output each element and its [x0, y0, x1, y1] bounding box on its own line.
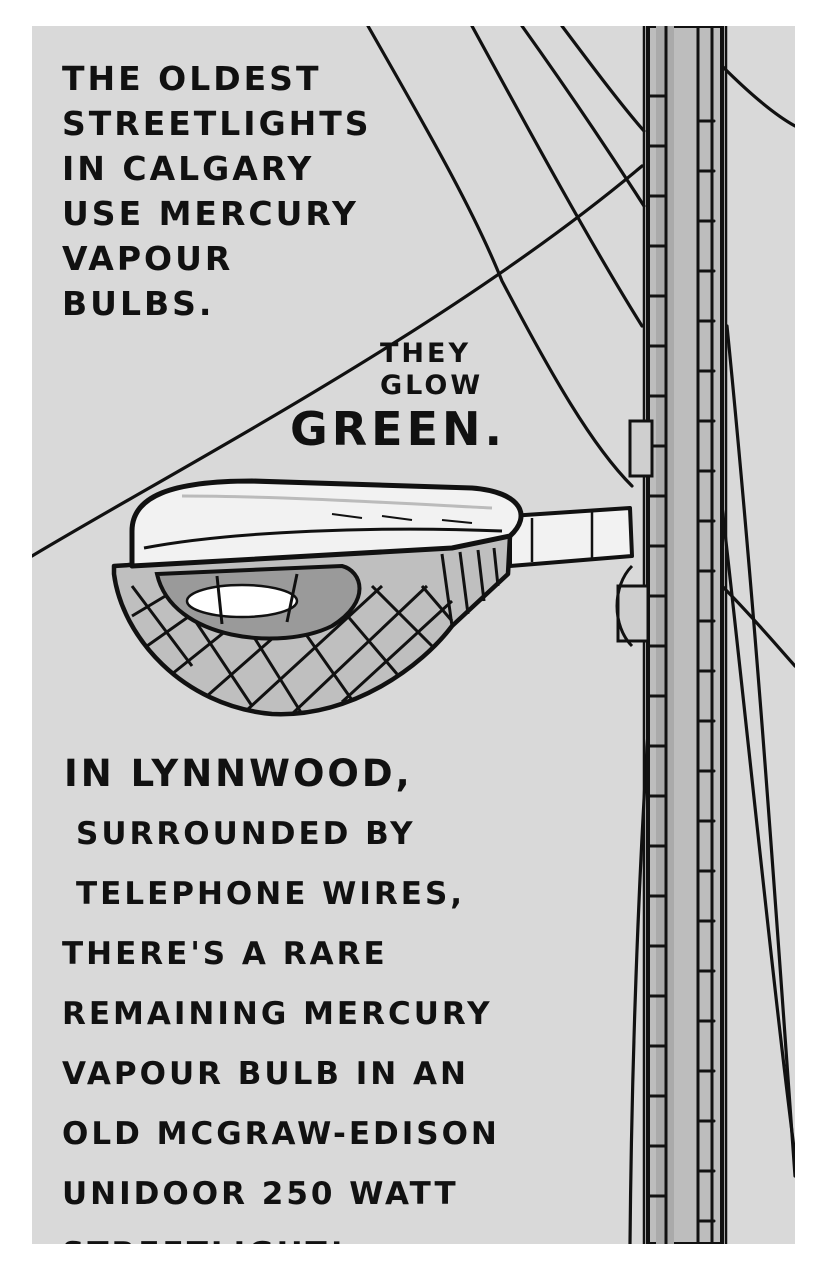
wire-1: [366, 26, 634, 488]
intro-line: bulbs.: [62, 284, 215, 323]
intro-caption: The oldest streetlights in Calgary use m…: [62, 56, 372, 326]
wire-4: [520, 26, 646, 208]
wire-9: [725, 324, 795, 1178]
glow-caption-line2: glow: [380, 370, 484, 401]
story-line: surrounded by: [76, 816, 416, 852]
wire-3: [470, 26, 644, 328]
story-line: streetlight!: [62, 1224, 500, 1244]
story-line: There's a rare: [62, 936, 388, 972]
green-emphasis: GREEN.: [290, 402, 506, 456]
story-line: Unidoor 250 watt: [62, 1176, 459, 1212]
story-line: telephone wires,: [76, 876, 466, 912]
glow-caption-line1: They: [380, 338, 472, 369]
intro-line: use mercury: [62, 194, 359, 233]
story-line: remaining mercury: [62, 996, 493, 1032]
intro-line: in Calgary: [62, 149, 315, 188]
streetlight-fixture: [111, 478, 634, 717]
utility-pole: [615, 26, 728, 1244]
intro-line: The oldest: [62, 59, 322, 98]
story-line: old McGraw-Edison: [62, 1116, 500, 1152]
intro-line: vapour: [62, 239, 234, 278]
wire-2: [32, 164, 644, 558]
wire-5: [560, 26, 646, 133]
story-line: vapour bulb in an: [62, 1056, 469, 1092]
story-caption: In Lynnwood, surrounded by telephone wir…: [62, 744, 500, 1244]
intro-line: streetlights: [62, 104, 372, 143]
wire-8: [720, 504, 795, 1158]
streetlight-illustration: [32, 26, 795, 1244]
wire-6: [720, 64, 795, 128]
story-line: In Lynnwood,: [64, 752, 413, 795]
comic-panel: The oldest streetlights in Calgary use m…: [32, 26, 795, 1244]
